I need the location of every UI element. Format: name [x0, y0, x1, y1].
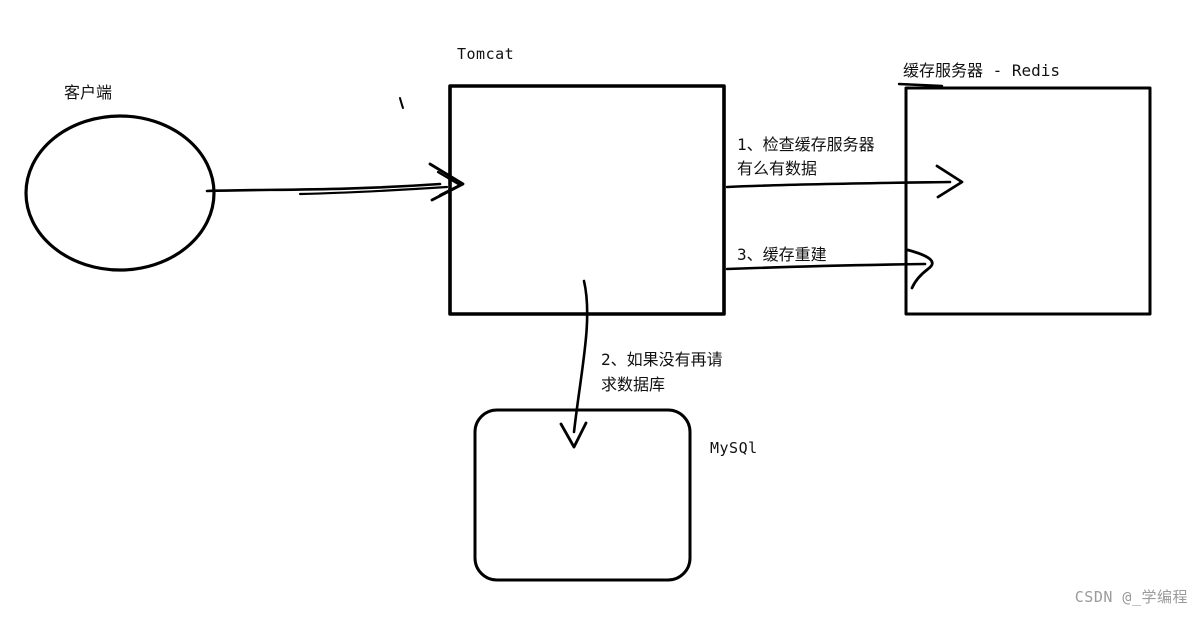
tomcat-box-shape	[448, 84, 726, 316]
step2-label-line2: 求数据库	[601, 375, 666, 394]
client-ellipse-shape	[24, 114, 216, 272]
arrow-cache-rebuild-line	[725, 262, 927, 271]
mysql-label: MySQl	[710, 439, 758, 457]
mysql-box-shape	[473, 408, 692, 582]
arrow-client-to-tomcat-head-inner	[436, 170, 462, 197]
arrow-client-to-tomcat-head	[428, 162, 465, 202]
arrow-tomcat-to-mysql-head	[559, 421, 588, 449]
arrow-client-to-tomcat-line	[205, 182, 442, 193]
arrow-cache-rebuild-head	[906, 248, 934, 290]
step3-label: 3、缓存重建	[737, 245, 827, 264]
step2-label-line1: 2、如果没有再请	[601, 350, 723, 369]
tomcat-label: Tomcat	[457, 45, 515, 63]
redis-box-shape	[904, 86, 1152, 316]
arrow-tomcat-to-mysql-line	[572, 279, 589, 434]
arrow-client-to-tomcat-line2	[298, 185, 449, 196]
csdn-watermark: CSDN @_学编程	[1074, 588, 1188, 606]
step1-label-line2: 有么有数据	[737, 159, 818, 178]
client-label: 客户端	[64, 83, 113, 102]
redis-label-underline	[897, 82, 944, 88]
redis-label: 缓存服务器 - Redis	[903, 61, 1061, 80]
step1-label-line1: 1、检查缓存服务器	[737, 135, 875, 154]
stray-tick-mark	[399, 97, 404, 109]
arrow-tomcat-to-redis-line	[725, 180, 952, 189]
arrow-tomcat-to-redis-head	[935, 164, 964, 199]
